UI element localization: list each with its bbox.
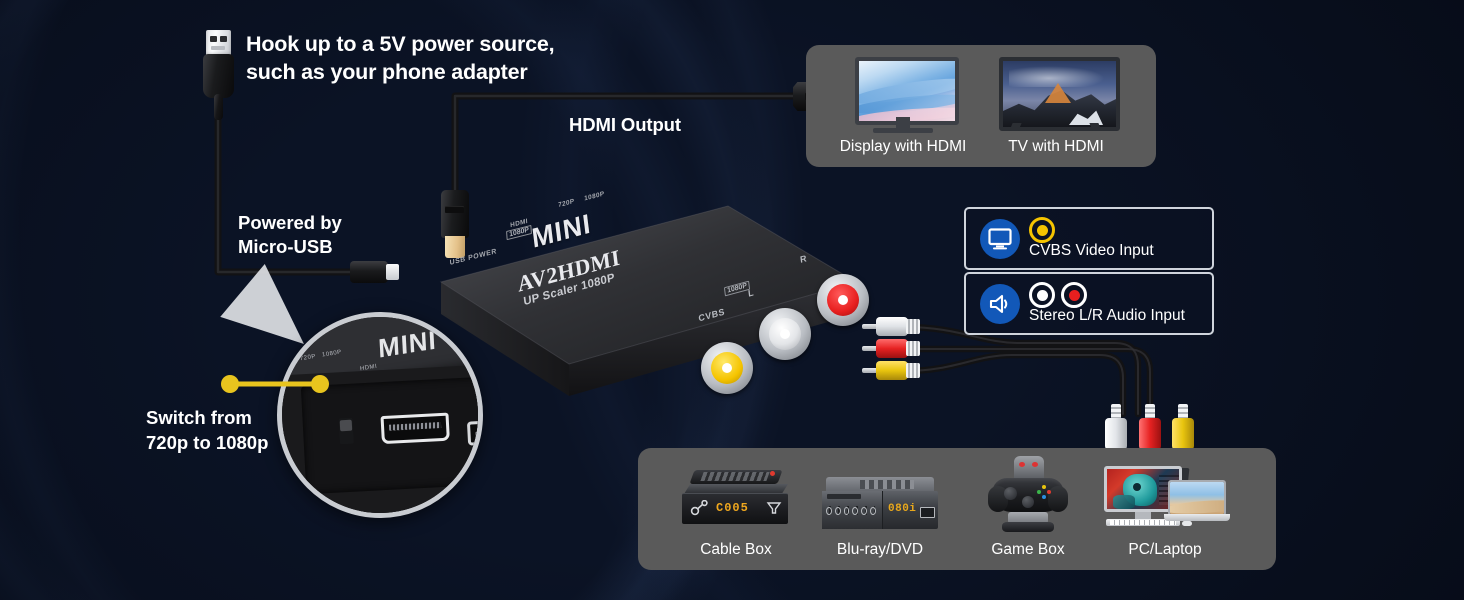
desktop-monitor-icon <box>855 57 959 135</box>
usb-a-plug-icon <box>203 30 234 120</box>
magnified-rear-ports-view: MINI 720P 1080P HDMI 1080P USB POWER <box>277 312 483 518</box>
rca-plug-red-left <box>862 338 922 360</box>
rca-jack-red-port <box>817 274 869 326</box>
av2hdmi-converter-device: MINI AV2HDMI UP Scaler 1080P USB POWER H… <box>436 190 869 396</box>
rca-jack-yellow-icon <box>1029 217 1055 243</box>
source-item-label: Cable Box <box>700 541 772 558</box>
callout-switch-resolution: Switch from 720p to 1080p <box>146 407 269 453</box>
rca-plug-white-left <box>862 316 922 338</box>
bluray-display-text: 080i <box>888 503 917 515</box>
legend-stereo-audio-input: Stereo L/R Audio Input <box>964 272 1214 335</box>
rca-jack-white-port <box>759 308 811 360</box>
speaker-icon <box>980 283 1020 324</box>
television-icon <box>999 57 1120 135</box>
source-item-label: Game Box <box>991 541 1065 558</box>
rca-jack-yellow-port <box>701 342 753 394</box>
callout-powered-by: Powered by Micro-USB <box>238 212 342 258</box>
legend-cvbs-video-input: CVBS Video Input <box>964 207 1214 270</box>
source-item-label: Blu-ray/DVD <box>836 541 924 558</box>
hdmi-plug-converter-icon <box>441 190 469 260</box>
micro-usb-plug-icon <box>350 258 400 286</box>
game-controller-icon <box>986 456 1070 532</box>
callout-power-source: Hook up to a 5V power source, such as yo… <box>246 32 555 84</box>
callout-hdmi-output: HDMI Output <box>569 114 681 135</box>
rca-jack-white-icon <box>1029 282 1055 308</box>
output-item-label: Display with HDMI <box>839 138 967 155</box>
source-item-label: PC/Laptop <box>1128 541 1202 558</box>
legend-label: CVBS Video Input <box>1029 242 1154 259</box>
rca-jack-red-icon <box>1061 282 1087 308</box>
rca-plug-yellow-left <box>862 360 922 382</box>
bluray-player-icon: 080i <box>822 477 938 529</box>
legend-label: Stereo L/R Audio Input <box>1029 307 1185 324</box>
monitor-icon <box>980 218 1020 259</box>
computer-laptop-icon <box>1104 464 1236 530</box>
cable-box-icon: C005 <box>682 470 790 528</box>
output-item-label: TV with HDMI <box>1008 138 1104 155</box>
